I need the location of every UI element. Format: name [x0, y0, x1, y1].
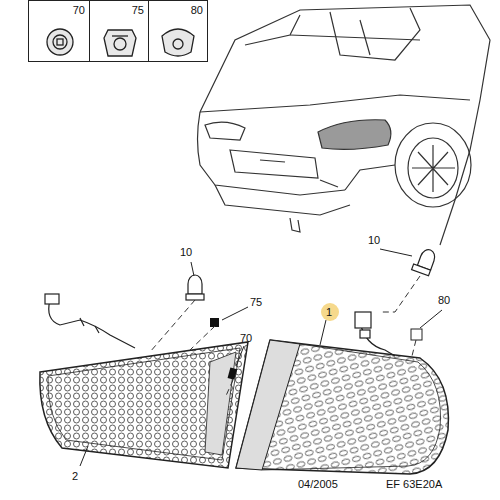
leader-lines: [80, 249, 442, 466]
car-outline: [198, 5, 491, 245]
bulbs: [186, 248, 437, 300]
callout-number: 80: [153, 4, 203, 16]
callout-number: 1: [326, 306, 332, 318]
clip-icons: [47, 29, 194, 56]
callout-number: 75: [250, 296, 262, 308]
grommet-75: [210, 318, 219, 327]
grommet-80: [411, 329, 422, 340]
drawing-reference: 04/2005: [298, 478, 338, 490]
clip-box: 75: [89, 0, 149, 62]
right-lamp: [236, 340, 448, 474]
grommet-70: [228, 367, 238, 379]
callout-number: 10: [180, 246, 192, 258]
clip-box: 70: [28, 0, 90, 62]
highlighted-lamp: [318, 120, 391, 150]
callout-number: 10: [368, 234, 380, 246]
callout-number: 2: [72, 470, 78, 482]
callout-number: 70: [240, 332, 252, 344]
callout-number: 70: [33, 4, 85, 16]
callout-number: 80: [438, 294, 450, 306]
drawing-reference: EF 63E20A: [386, 478, 442, 490]
highlight-circle: [321, 303, 339, 321]
clip-box: 80: [148, 0, 208, 62]
callout-number: 75: [94, 4, 144, 16]
assembly-lines: [150, 276, 420, 398]
wiring: [45, 294, 395, 356]
left-lamp: [40, 342, 248, 468]
